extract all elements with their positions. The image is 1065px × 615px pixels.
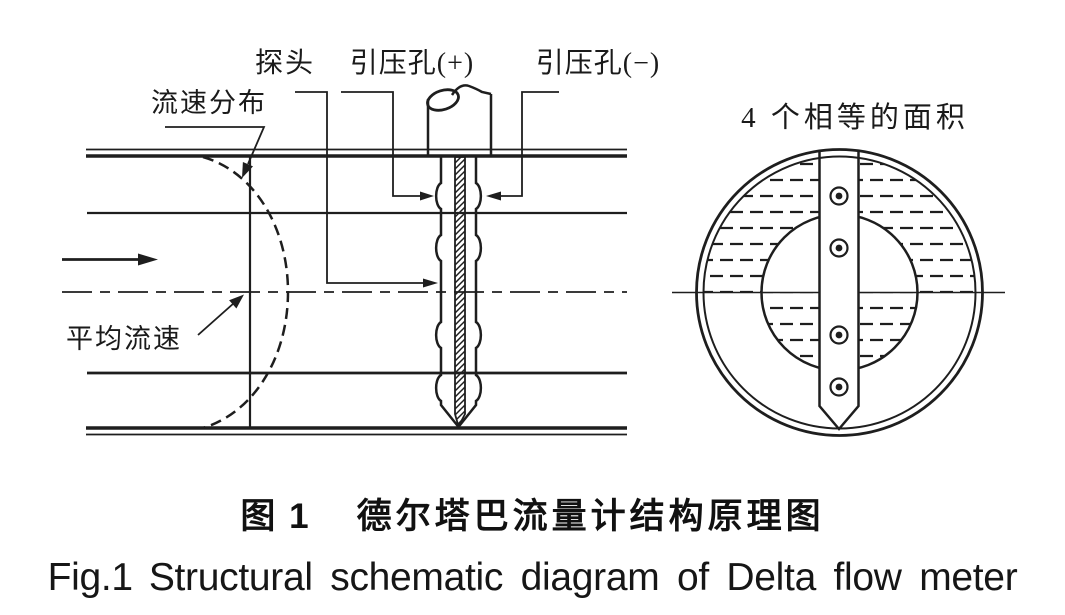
pressure-tap-plus-leader bbox=[341, 91, 434, 201]
velocity-profile-curve bbox=[202, 155, 290, 430]
pipe-side-view bbox=[62, 84, 627, 436]
pipe-bottom-wall bbox=[86, 426, 627, 436]
caption-english: Fig.1 Structural schematic diagram of Del… bbox=[0, 556, 1065, 600]
velocity-distribution-label: 流速分布 bbox=[151, 88, 267, 118]
pressure-tap-minus-leader bbox=[486, 91, 559, 201]
average-velocity-leader bbox=[197, 294, 244, 336]
caption-english-title: Structural schematic diagram of Delta fl… bbox=[148, 556, 1018, 599]
pipe-cross-section bbox=[672, 148, 1005, 437]
pressure-tap-minus-label: 引压孔(−) bbox=[536, 48, 660, 79]
flow-arrow-icon bbox=[62, 253, 158, 266]
caption-chinese: 图 1 德尔塔巴流量计结构原理图 bbox=[0, 488, 1065, 539]
probe-right-outline bbox=[457, 157, 483, 429]
pressure-tap-plus-label: 引压孔(+) bbox=[350, 48, 474, 79]
caption-chinese-title: 德尔塔巴流量计结构原理图 bbox=[356, 497, 825, 536]
caption-english-number: Fig.1 bbox=[47, 556, 134, 599]
probe-head-stub bbox=[426, 84, 493, 156]
velocity-distribution-leader bbox=[165, 126, 266, 178]
equal-areas-label: 4 个相等的面积 bbox=[741, 101, 969, 134]
probe-body bbox=[434, 156, 483, 429]
probe-label: 探头 bbox=[255, 47, 315, 79]
probe-left-outline bbox=[434, 157, 460, 429]
diagram-labels: 探头 引压孔(+) 引压孔(−) 流速分布 平均流速 4 个相等的面积 bbox=[66, 47, 969, 354]
probe-sensing-holes bbox=[829, 186, 849, 397]
schematic-diagram: 探头 引压孔(+) 引压孔(−) 流速分布 平均流速 4 个相等的面积 bbox=[62, 47, 1005, 437]
hatch-upper-annulus bbox=[703, 156, 976, 293]
pipe-wall-rings bbox=[695, 148, 984, 437]
probe-leader bbox=[295, 91, 438, 288]
pipe-top-wall bbox=[86, 148, 627, 158]
probe-core-hatched bbox=[454, 156, 466, 429]
average-velocity-label: 平均流速 bbox=[66, 324, 182, 354]
caption-chinese-number: 图 1 bbox=[240, 497, 311, 536]
